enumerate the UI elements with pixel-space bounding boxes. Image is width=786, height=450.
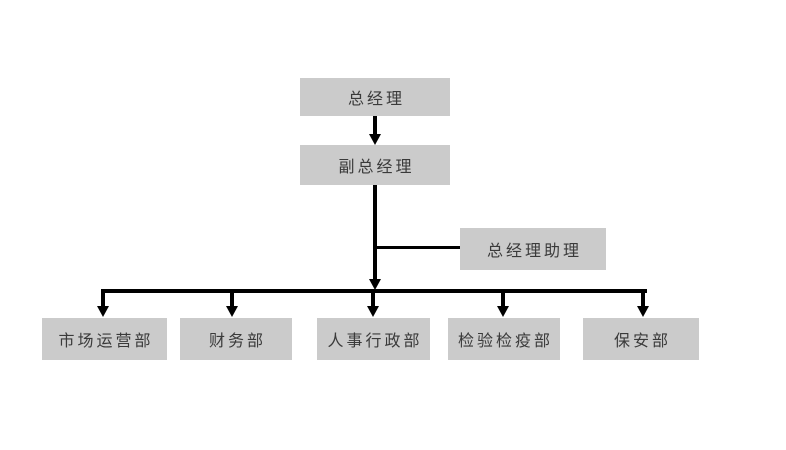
arrowhead-down-icon [367,306,379,317]
connector-bus-to-inspection-quarantine-arrow [497,291,509,317]
arrowhead-down-icon [97,306,109,317]
connector-shaft [230,291,234,306]
connector-shaft [371,291,375,306]
arrowhead-down-icon [369,134,381,145]
arrowhead-down-icon [497,306,509,317]
connector-shaft [373,116,377,134]
connector-bus-to-market-operations-arrow [97,291,109,317]
arrowhead-down-icon [226,306,238,317]
connector-deputy-to-bus-arrow [369,185,381,290]
arrowhead-down-icon [369,279,381,290]
connector-bus-to-hr-admin-arrow [367,291,379,317]
arrowhead-down-icon [637,306,649,317]
connector-shaft [641,291,645,306]
node-inspection-quarantine-dept: 检验检疫部 [448,318,560,360]
connector-deputy-to-assistant-branch [377,246,460,249]
node-deputy-general-manager: 副总经理 [300,145,450,185]
connector-shaft [101,291,105,306]
connector-bus-to-finance-arrow [226,291,238,317]
node-finance-dept: 财务部 [180,318,292,360]
connector-shaft [373,185,377,279]
node-general-manager: 总经理 [300,78,450,116]
node-market-operations-dept: 市场运营部 [42,318,167,360]
connector-shaft [501,291,505,306]
connector-bus-to-security-arrow [637,291,649,317]
node-gm-assistant: 总经理助理 [460,228,606,270]
connector-gm-to-deputy-arrow [369,116,381,145]
node-security-dept: 保安部 [583,318,699,360]
node-hr-admin-dept: 人事行政部 [317,318,430,360]
